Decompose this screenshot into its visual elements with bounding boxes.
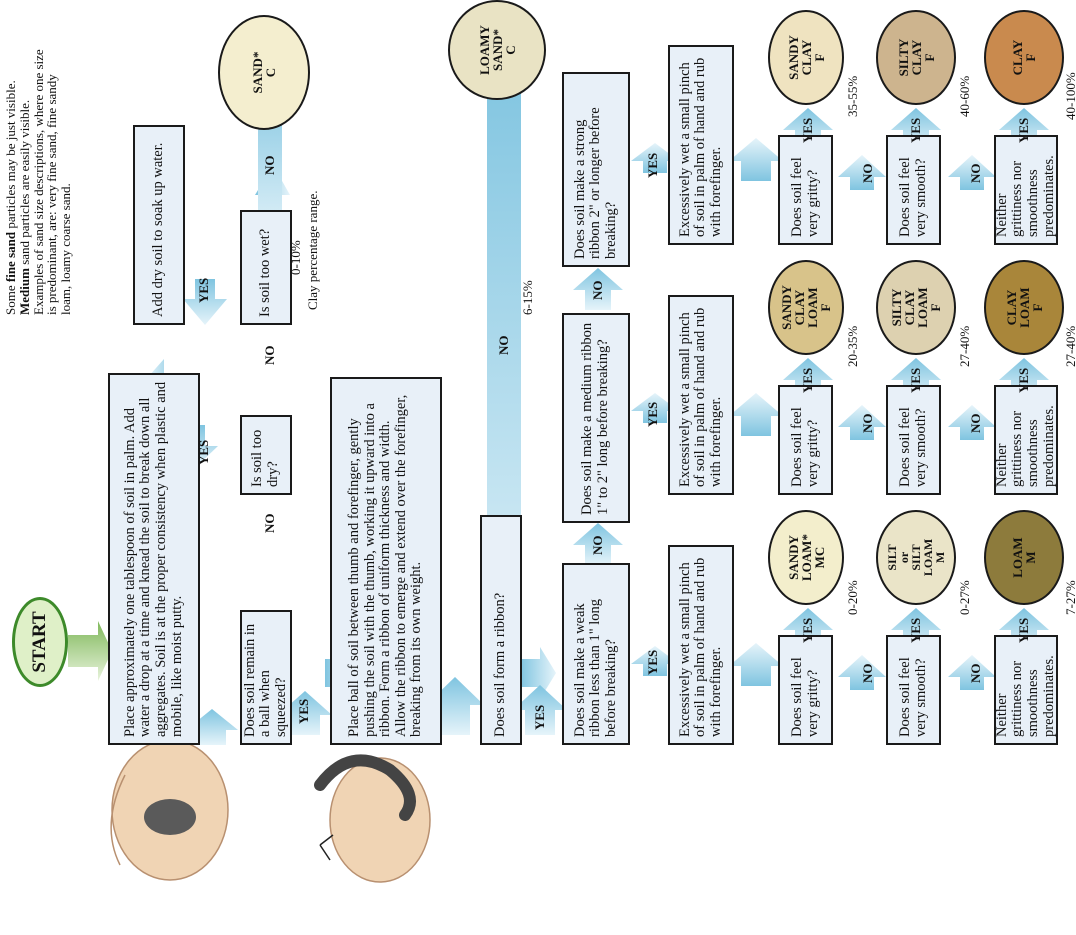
hand-illustration-1 <box>110 739 229 881</box>
smooth-q-3: Does soil feel very smooth? <box>886 135 941 245</box>
yes-label: YES <box>645 401 660 427</box>
yes-label: YES <box>908 367 923 393</box>
yes-label: YES <box>1016 117 1031 143</box>
gritty-q-2: Does soil feel very gritty? <box>778 385 833 495</box>
step-wet-pinch-1: Excessively wet a small pinch of soil in… <box>668 545 734 745</box>
pct-loam: 7-27% <box>1063 580 1076 615</box>
step-strong-ribbon: Does soil make a strong ribbon 2" or lon… <box>562 72 630 267</box>
step-wet-pinch-2: Excessively wet a small pinch of soil in… <box>668 295 734 495</box>
yes-label: YES <box>908 617 923 643</box>
step-too-dry: Is soil too dry? <box>240 415 292 495</box>
start-node: START <box>12 597 68 687</box>
no-label: NO <box>496 335 511 356</box>
neither-1: Neither grittiness nor smoothness predom… <box>994 635 1058 745</box>
smooth-q-1: Does soil feel very smooth? <box>886 635 941 745</box>
yes-label: YES <box>196 439 211 465</box>
no-label: NO <box>860 163 875 184</box>
yes-label: YES <box>532 704 547 730</box>
pct-sandy-clay-loam: 20-35% <box>845 325 860 367</box>
yes-label: YES <box>645 152 660 178</box>
no-label: NO <box>860 413 875 434</box>
no-label: NO <box>262 155 277 176</box>
neither-2: Neither grittiness nor smoothness predom… <box>994 385 1058 495</box>
gritty-q-1: Does soil feel very gritty? <box>778 635 833 745</box>
no-label: NO <box>262 513 277 534</box>
pct-clay: 40-100% <box>1063 72 1076 120</box>
no-label: NO <box>968 163 983 184</box>
step-medium-ribbon: Does soil make a medium ribbon 1" to 2" … <box>562 313 630 523</box>
pct-silty-clay-loam: 27-40% <box>957 325 972 367</box>
step-wet-pinch-3: Excessively wet a small pinch of soil in… <box>668 45 734 245</box>
step-too-wet: Is soil too wet? <box>240 210 292 325</box>
no-label: NO <box>968 413 983 434</box>
yes-label: YES <box>1016 617 1031 643</box>
pct-sandy-loam: 0-20% <box>845 580 860 615</box>
yes-label: YES <box>800 117 815 143</box>
step-place-soil: Place approximately one tablespoon of so… <box>108 373 200 745</box>
sand-percent: 0-10% <box>288 240 303 275</box>
pct-clay-loam: 27-40% <box>1063 325 1076 367</box>
hand-illustration-2 <box>314 754 431 883</box>
yes-label: YES <box>1016 367 1031 393</box>
pct-silt-loam: 0-27% <box>957 580 972 615</box>
clay-percentage-note: Clay percentage range. <box>305 190 320 310</box>
no-label: NO <box>968 663 983 684</box>
no-label: NO <box>590 280 605 301</box>
sand-size-note: Some fine sand particles may be just vis… <box>3 49 74 315</box>
yes-label: YES <box>908 117 923 143</box>
pct-sandy-clay: 35-55% <box>845 75 860 117</box>
step-weak-ribbon: Does soil make a weak ribbon less than 1… <box>562 563 630 745</box>
step-add-dry-soil: Add dry soil to soak up water. <box>133 125 185 325</box>
yes-label: YES <box>296 698 311 724</box>
result-sand: SAND*C <box>218 15 310 130</box>
step-ball-question: Does soil remain in a ball when squeezed… <box>240 610 292 745</box>
gritty-q-3: Does soil feel very gritty? <box>778 135 833 245</box>
step-ribbon-instruction: Place ball of soil between thumb and for… <box>330 377 442 745</box>
step-form-ribbon: Does soil form a ribbon? <box>480 515 522 745</box>
smooth-q-2: Does soil feel very smooth? <box>886 385 941 495</box>
yes-label: YES <box>800 367 815 393</box>
pct-silty-clay: 40-60% <box>957 75 972 117</box>
yes-label: YES <box>800 617 815 643</box>
yes-label: YES <box>196 277 211 303</box>
no-label: NO <box>860 663 875 684</box>
neither-3: Neither grittiness nor smoothness predom… <box>994 135 1058 245</box>
yes-label: YES <box>645 649 660 675</box>
no-label: NO <box>590 535 605 556</box>
no-label: NO <box>262 345 277 366</box>
loamy-sand-percent: 6-15% <box>520 280 535 315</box>
